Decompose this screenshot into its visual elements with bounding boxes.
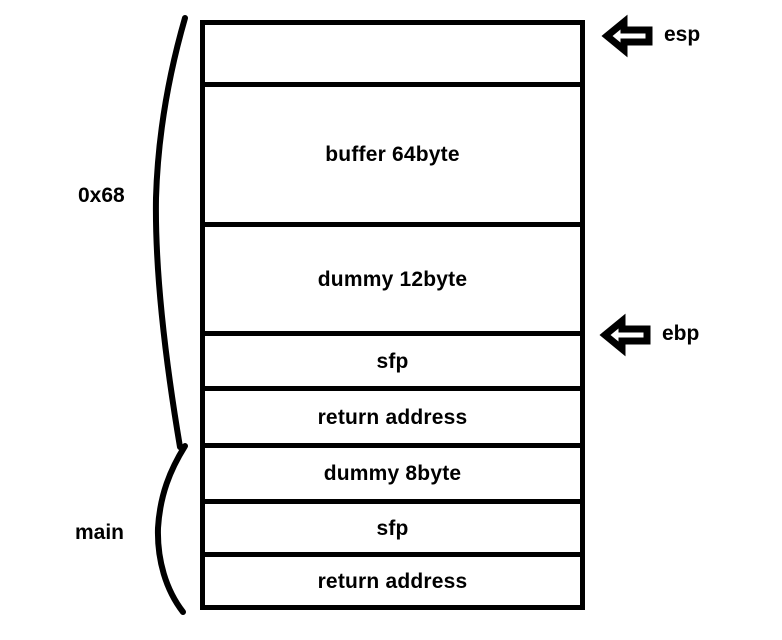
stack-table: buffer 64byte dummy 12byte sfp return ad… xyxy=(200,20,585,610)
stack-cell-buffer-label: buffer 64byte xyxy=(325,143,460,166)
pointer-esp-label: esp xyxy=(664,23,701,46)
left-arrow-icon-esp xyxy=(601,14,653,58)
stack-cell-sfp-main: sfp xyxy=(205,504,580,557)
left-arrow-icon-ebp xyxy=(599,313,651,357)
stack-cell-dummy-8byte: dummy 8byte xyxy=(205,448,580,504)
stack-cell-dummy-12byte-label: dummy 12byte xyxy=(317,267,468,291)
stack-cell-empty xyxy=(205,25,580,87)
stack-cell-sfp-upper: sfp xyxy=(205,336,580,391)
brace-0x68-icon xyxy=(152,15,188,450)
stack-cell-return-address-main: return address xyxy=(205,557,580,605)
brace-main-icon xyxy=(154,443,188,615)
stack-cell-return-address-main-label: return address xyxy=(317,569,468,593)
stack-cell-dummy-12byte: dummy 12byte xyxy=(205,227,580,336)
stack-cell-buffer: buffer 64byte xyxy=(205,87,580,227)
brace-0x68-label: 0x68 xyxy=(78,184,125,207)
pointer-ebp-label: ebp xyxy=(662,322,700,345)
stack-cell-return-address-upper-label: return address xyxy=(317,405,468,429)
stack-cell-return-address-upper: return address xyxy=(205,391,580,448)
brace-main-label: main xyxy=(75,521,125,544)
stack-cell-sfp-upper-label: sfp xyxy=(376,349,409,373)
stack-cell-sfp-main-label: sfp xyxy=(376,516,409,540)
stack-cell-dummy-8byte-label: dummy 8byte xyxy=(323,462,462,485)
